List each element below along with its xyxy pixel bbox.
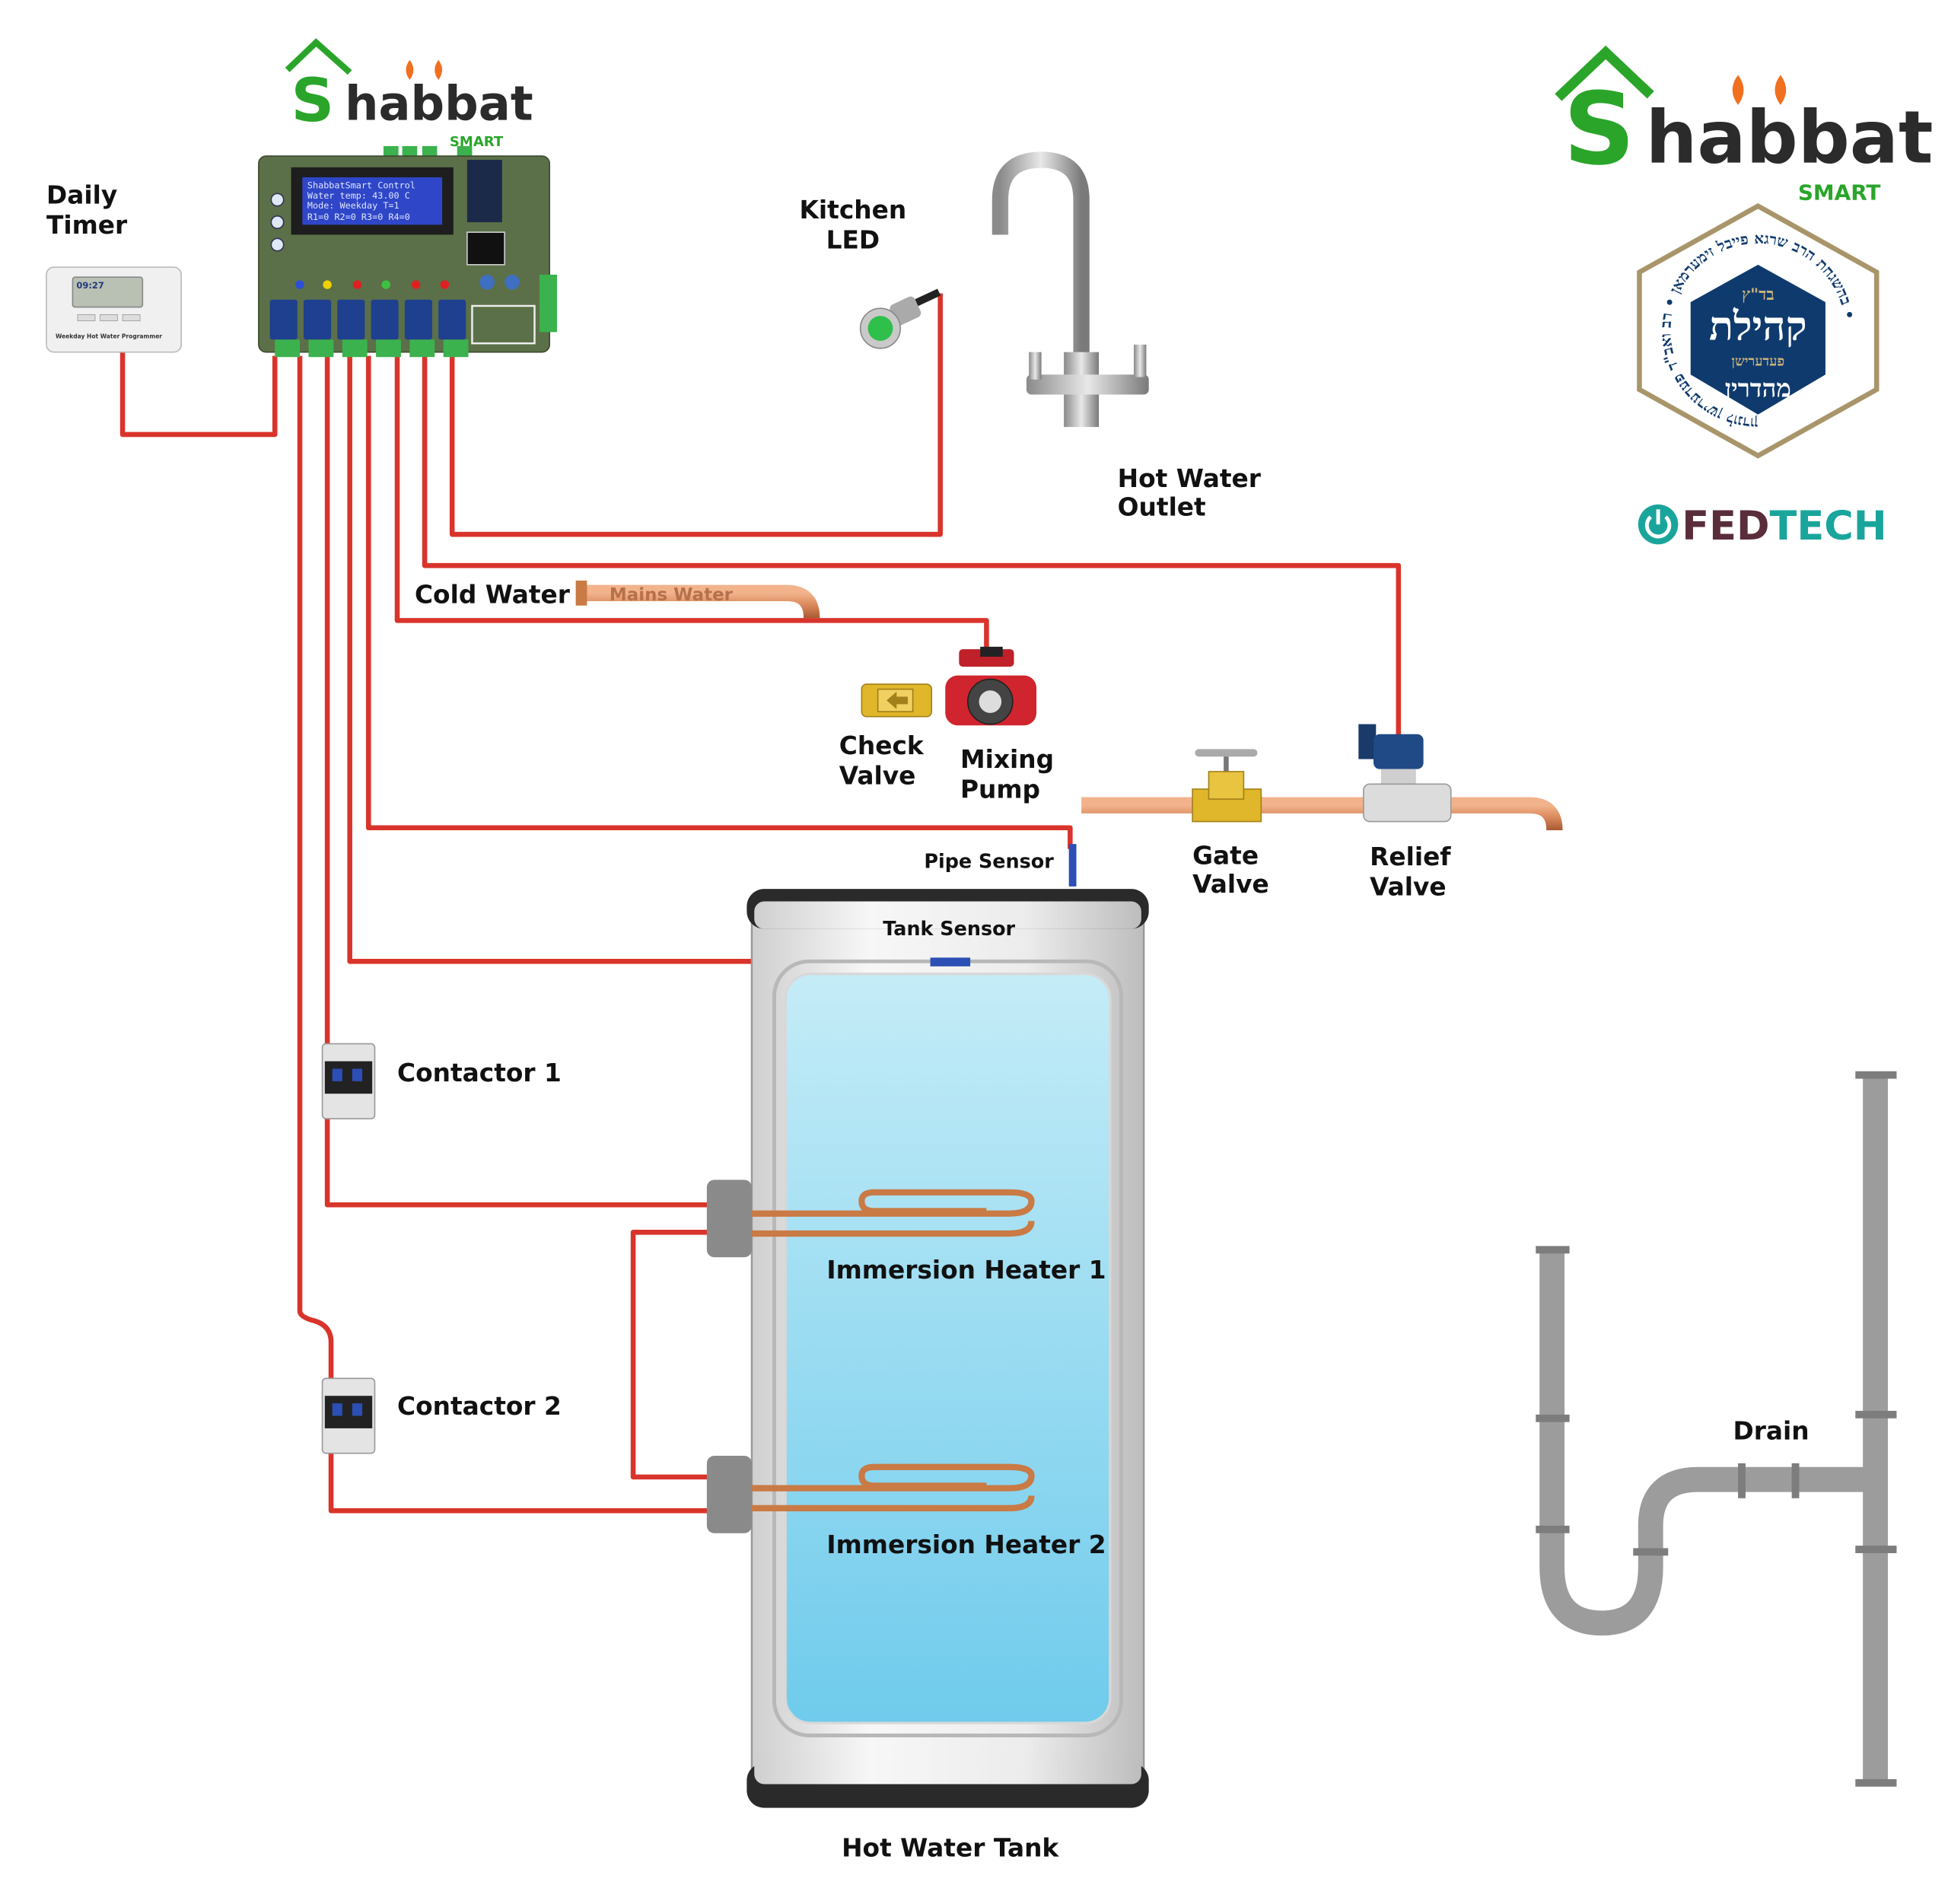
- label-kitchen-led-1: Kitchen: [799, 196, 906, 224]
- kashrut-seal: בהשגחת הרב שרגא פייבל זימערמאן • רב ואב"…: [1637, 202, 1880, 459]
- copper-pipework: Mains Water: [575, 422, 1563, 1249]
- wire-tank-sensor: [347, 355, 934, 964]
- immersion-heater-1-element: [751, 1189, 1035, 1237]
- house-icon: [1555, 45, 1654, 101]
- shabbatsmart-controller: ShabbatSmart Control Water temp: 43.00 C…: [258, 145, 558, 358]
- label-drain: Drain: [1733, 1417, 1810, 1446]
- label-hot-water-outlet-1: Hot Water: [1118, 464, 1262, 493]
- fedtech-wordmark: FEDTECH: [1682, 503, 1886, 549]
- flame-icon: [406, 59, 443, 81]
- label-check-valve-1: Check: [839, 731, 925, 760]
- drain-pipe: [1536, 1071, 1897, 1787]
- contactor-2: [321, 1377, 376, 1454]
- logo-small-initial: S: [291, 65, 335, 135]
- flame-icon: [1732, 75, 1787, 105]
- wire-timer: [119, 352, 278, 438]
- label-check-valve-2: Valve: [839, 761, 916, 790]
- label-mixing-pump-2: Pump: [960, 775, 1040, 804]
- logo-large-initial: S: [1563, 71, 1635, 187]
- fedtech-fed: FED: [1682, 503, 1769, 549]
- controller-lcd: [302, 177, 443, 225]
- check-valve: [861, 683, 933, 718]
- labels: Daily Timer Kitchen LED Hot Water Outlet…: [46, 180, 1810, 1862]
- fedtech-logo: FEDTECH: [1638, 503, 1887, 549]
- label-hot-water-outlet-2: Outlet: [1118, 493, 1206, 522]
- label-immersion-heater-1: Immersion Heater 1: [826, 1256, 1106, 1285]
- wire-heater-2: [297, 355, 715, 1514]
- wire-relief-valve: [422, 355, 1402, 737]
- seal-top: בד"ץ: [1742, 285, 1775, 304]
- label-contactor-2: Contactor 2: [397, 1392, 562, 1421]
- shabbat-smart-logo-large: S habbat SMART: [1555, 45, 1934, 205]
- logo-small-sub: SMART: [450, 134, 504, 150]
- mains-water-pipe-label: Mains Water: [610, 585, 734, 605]
- fedtech-tech: TECH: [1770, 503, 1887, 549]
- lcd-line-2: Water temp: 43.00 C: [307, 190, 410, 201]
- label-gate-valve-2: Valve: [1192, 870, 1269, 899]
- label-relief-valve-2: Valve: [1370, 872, 1447, 901]
- seal-bottom: מהדרין: [1725, 374, 1791, 403]
- shabbat-smart-logo-small: S habbat SMART: [285, 38, 533, 150]
- logo-large-sub: SMART: [1798, 180, 1881, 205]
- kitchen-led: [859, 288, 941, 349]
- hot-water-faucet: [992, 151, 1149, 428]
- arrow-left-icon: [886, 691, 909, 709]
- logo-small-word: habbat: [345, 76, 533, 132]
- contactor-1: [321, 1043, 376, 1119]
- heater-2-boss: [706, 1456, 752, 1533]
- hot-water-tank: [706, 889, 1149, 1808]
- relief-valve: [1358, 724, 1452, 823]
- lcd-line-4: R1=0 R2=0 R3=0 R4=0: [307, 212, 410, 222]
- logo-large-word: habbat: [1646, 96, 1934, 180]
- pipe-sensor: [1068, 844, 1077, 887]
- label-pipe-sensor: Pipe Sensor: [924, 849, 1054, 872]
- lcd-line-1: ShabbatSmart Control: [307, 180, 415, 191]
- label-hot-water-tank: Hot Water Tank: [842, 1834, 1059, 1863]
- label-daily-timer-1: Daily: [46, 180, 117, 209]
- label-contactor-1: Contactor 1: [397, 1059, 562, 1087]
- label-daily-timer-2: Timer: [46, 211, 128, 240]
- timer-display-time: 09:27: [76, 280, 104, 291]
- tank-water: [784, 973, 1112, 1724]
- label-gate-valve-1: Gate: [1192, 841, 1259, 870]
- wire-heater-link: [630, 1230, 715, 1480]
- label-relief-valve-1: Relief: [1370, 842, 1451, 871]
- seal-mid: פעדערישן: [1731, 354, 1784, 370]
- timer-caption: Weekday Hot Water Programmer: [56, 333, 162, 340]
- wiring: [119, 293, 1402, 1514]
- house-icon: [285, 38, 352, 75]
- heater-1-boss: [706, 1180, 752, 1258]
- label-cold-water: Cold Water: [415, 580, 571, 609]
- seal-main: קהילת: [1709, 303, 1807, 349]
- wire-heater-1: [324, 355, 715, 1208]
- wire-kitchen-led: [449, 293, 943, 537]
- immersion-heater-2-element: [751, 1463, 1035, 1512]
- label-tank-sensor: Tank Sensor: [883, 917, 1015, 940]
- wire-mixing-pump: [394, 355, 989, 652]
- wire-pipe-sensor: [366, 355, 1073, 849]
- daily-timer: 09:27 Weekday Hot Water Programmer: [46, 266, 183, 353]
- label-mixing-pump-1: Mixing: [960, 745, 1054, 774]
- mixing-pump: [945, 646, 1037, 726]
- gate-valve: [1192, 749, 1262, 823]
- label-kitchen-led-2: LED: [826, 225, 880, 254]
- label-immersion-heater-2: Immersion Heater 2: [826, 1530, 1106, 1559]
- tank-sensor: [930, 957, 971, 966]
- lcd-line-3: Mode: Weekday T=1: [307, 200, 399, 211]
- power-icon: [1644, 509, 1672, 539]
